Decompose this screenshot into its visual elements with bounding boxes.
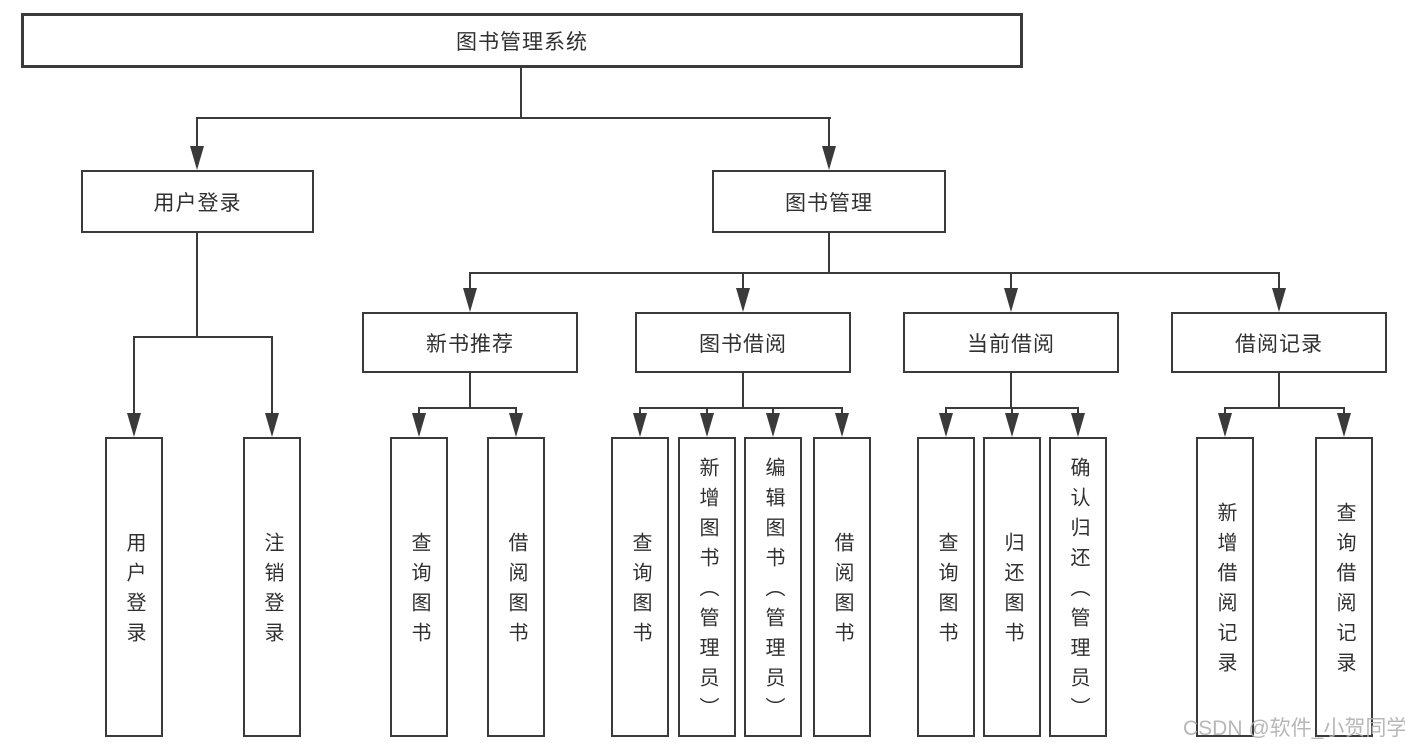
arrowhead-down-icon bbox=[412, 413, 426, 437]
arrowhead-down-icon bbox=[1272, 288, 1286, 312]
leaf-logout: 注销登录 bbox=[243, 437, 301, 737]
node-library-system: 图书管理系统 bbox=[21, 13, 1023, 68]
arrowhead-down-icon bbox=[766, 413, 780, 437]
leaf-user-login: 用户登录 bbox=[105, 437, 163, 737]
arrowhead-down-icon bbox=[1004, 288, 1018, 312]
csdn-watermark: CSDN @软件_小贺同学 bbox=[1183, 717, 1405, 740]
leaf-query-books-borrowing: 查询图书 bbox=[611, 437, 669, 737]
arrowhead-down-icon bbox=[190, 146, 204, 170]
connector-stem bbox=[742, 373, 744, 407]
node-user-login: 用户登录 bbox=[81, 170, 314, 233]
connector-user-login-rail bbox=[133, 336, 273, 338]
arrowhead-down-icon bbox=[509, 413, 523, 437]
connector-stem bbox=[1010, 373, 1012, 407]
arrowhead-down-icon bbox=[633, 413, 647, 437]
connector-book-mgmt-rail bbox=[470, 272, 1279, 274]
arrowhead-down-icon bbox=[835, 413, 849, 437]
connector-book-mgmt-stem bbox=[828, 233, 830, 272]
leaf-confirm-return-admin: 确认归还（管理员） bbox=[1049, 437, 1107, 737]
arrowhead-down-icon bbox=[736, 288, 750, 312]
connector-rail bbox=[639, 407, 843, 409]
arrowhead-down-icon bbox=[265, 413, 279, 437]
connector-stem bbox=[469, 373, 471, 407]
leaf-borrow-books-recommend: 借阅图书 bbox=[487, 437, 545, 737]
arrowhead-down-icon bbox=[463, 288, 477, 312]
connector-user-login-stem bbox=[196, 233, 198, 336]
leaf-query-borrow-record: 查询借阅记录 bbox=[1315, 437, 1373, 737]
connector-root-rail bbox=[196, 117, 831, 119]
node-book-borrowing: 图书借阅 bbox=[635, 312, 851, 373]
leaf-return-books: 归还图书 bbox=[983, 437, 1041, 737]
arrowhead-down-icon bbox=[1071, 413, 1085, 437]
leaf-query-books-recommend: 查询图书 bbox=[390, 437, 448, 737]
node-borrowing-records: 借阅记录 bbox=[1171, 312, 1387, 373]
node-new-book-recommend: 新书推荐 bbox=[362, 312, 578, 373]
connector-to-user-login bbox=[196, 117, 198, 167]
connector-to-leaf bbox=[271, 336, 273, 434]
arrowhead-down-icon bbox=[1337, 413, 1351, 437]
arrowhead-down-icon bbox=[822, 146, 836, 170]
leaf-borrow-books: 借阅图书 bbox=[813, 437, 871, 737]
leaf-add-borrow-record: 新增借阅记录 bbox=[1196, 437, 1254, 737]
arrowhead-down-icon bbox=[700, 413, 714, 437]
arrowhead-down-icon bbox=[939, 413, 953, 437]
connector-rail bbox=[418, 407, 517, 409]
connector-to-leaf bbox=[133, 336, 135, 434]
leaf-add-book-admin: 新增图书（管理员） bbox=[678, 437, 736, 737]
connector-rail bbox=[1224, 407, 1345, 409]
arrowhead-down-icon bbox=[1005, 413, 1019, 437]
arrowhead-down-icon bbox=[1218, 413, 1232, 437]
leaf-query-books-current: 查询图书 bbox=[917, 437, 975, 737]
connector-to-book-management bbox=[828, 117, 830, 167]
leaf-edit-book-admin: 编辑图书（管理员） bbox=[744, 437, 802, 737]
node-book-management: 图书管理 bbox=[712, 170, 946, 233]
connector-root-stem bbox=[520, 68, 522, 117]
node-current-borrowing: 当前借阅 bbox=[903, 312, 1119, 373]
arrowhead-down-icon bbox=[127, 413, 141, 437]
connector-stem bbox=[1278, 373, 1280, 407]
